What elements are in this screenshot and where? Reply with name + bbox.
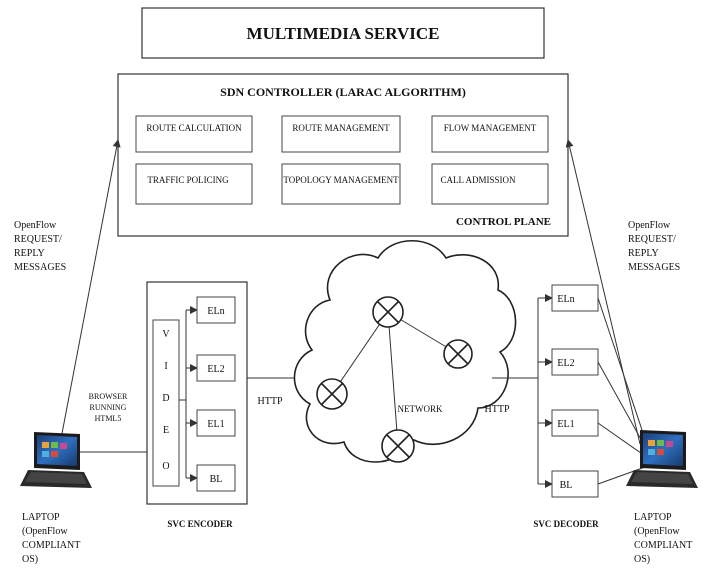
decoder-layer-label: ELn — [557, 294, 574, 305]
encoder-layer-label: EL2 — [207, 364, 224, 375]
laptop-left-icon — [20, 432, 92, 488]
laptop-line: OS) — [22, 554, 38, 565]
encoder-layer-label: BL — [210, 474, 223, 485]
decoder-to-laptop-line — [597, 361, 649, 453]
multimedia-service-title: MULTIMEDIA SERVICE — [247, 24, 440, 43]
encoder-layer-label: ELn — [207, 306, 224, 317]
browser-line: RUNNING — [90, 403, 127, 412]
video-letter: I — [164, 361, 167, 372]
http-right-label: HTTP — [485, 404, 510, 415]
browser-line: BROWSER — [89, 392, 128, 401]
network-label: NETWORK — [398, 404, 443, 414]
decoder-layer-label: EL1 — [557, 419, 574, 430]
control-plane-label: CONTROL PLANE — [456, 216, 551, 228]
module-flow-management — [431, 115, 549, 153]
openflow-line: REQUEST/ — [14, 234, 62, 245]
router-top-icon — [372, 296, 404, 328]
router-left-icon — [316, 378, 348, 410]
openflow-messages-right: OpenFlow REQUEST/ REPLY MESSAGES — [628, 220, 680, 273]
browser-line: HTML5 — [95, 414, 122, 423]
module-traffic-policing — [135, 163, 253, 205]
sdn-controller-title: SDN CONTROLLER (LARAC ALGORITHM) — [220, 85, 466, 99]
video-letter: V — [162, 329, 170, 340]
decoder-layer-label: BL — [560, 480, 573, 491]
decoder-to-laptop-line — [597, 422, 649, 459]
openflow-messages-left: OpenFlow REQUEST/ REPLY MESSAGES — [14, 220, 66, 273]
decoder-to-laptop-line — [597, 297, 649, 449]
laptop-line: COMPLIANT — [634, 540, 692, 551]
laptop-line: OS) — [634, 554, 650, 565]
module-label: TOPOLOGY MANAGEMENT — [283, 175, 399, 185]
module-route-calculation — [135, 115, 253, 153]
module-label: FLOW MANAGEMENT — [444, 123, 537, 133]
router-right-icon — [443, 339, 473, 369]
video-letter: D — [162, 393, 169, 404]
encoder-layer-label: EL1 — [207, 419, 224, 430]
network-link — [387, 311, 399, 447]
video-letter: E — [163, 425, 169, 436]
network-link — [331, 311, 389, 395]
module-label: ROUTE CALCULATION — [146, 123, 242, 133]
decoder-to-laptop-line — [597, 465, 649, 485]
module-label: TRAFFIC POLICING — [147, 175, 229, 185]
module-label: ROUTE MANAGEMENT — [292, 123, 390, 133]
openflow-line: OpenFlow — [14, 220, 57, 231]
sdn-controller-box — [117, 73, 569, 237]
openflow-line: REQUEST/ — [628, 234, 676, 245]
laptop-line: (OpenFlow — [634, 526, 680, 537]
svc-decoder-label: SVC DECODER — [533, 519, 599, 529]
laptop-line: LAPTOP — [22, 512, 60, 523]
encoder-layer-bl — [196, 464, 236, 492]
encoder-layer-el1 — [196, 409, 236, 437]
openflow-line: MESSAGES — [628, 262, 680, 273]
laptop-line: (OpenFlow — [22, 526, 68, 537]
laptop-line: COMPLIANT — [22, 540, 80, 551]
laptop-right-icon — [626, 430, 698, 488]
openflow-line: MESSAGES — [14, 262, 66, 273]
network-cloud — [293, 239, 517, 463]
openflow-arrow-left — [59, 139, 121, 445]
encoder-layer-el2 — [196, 354, 236, 382]
http-left-label: HTTP — [258, 396, 283, 407]
module-label: CALL ADMISSION — [441, 175, 516, 185]
laptop-right-label: LAPTOP (OpenFlow COMPLIANT OS) — [634, 512, 692, 565]
openflow-arrow-right — [565, 139, 641, 445]
video-letter: O — [162, 461, 169, 472]
laptop-left-label: LAPTOP (OpenFlow COMPLIANT OS) — [22, 512, 80, 565]
encoder-layer-eln — [196, 296, 236, 324]
decoder-layer-bl — [551, 470, 599, 498]
module-topology-management — [281, 163, 401, 205]
decoder-layer-label: EL2 — [557, 358, 574, 369]
multimedia-service-box — [141, 7, 545, 59]
openflow-line: REPLY — [628, 248, 659, 259]
video-letters: V I D E O — [162, 329, 170, 472]
module-route-management — [281, 115, 401, 153]
module-call-admission — [431, 163, 549, 205]
browser-label: BROWSER RUNNING HTML5 — [89, 392, 128, 423]
laptop-line: LAPTOP — [634, 512, 672, 523]
openflow-line: OpenFlow — [628, 220, 671, 231]
openflow-line: REPLY — [14, 248, 45, 259]
svc-encoder-label: SVC ENCODER — [167, 519, 233, 529]
video-source-box — [152, 319, 180, 487]
router-bottom-icon — [381, 429, 415, 463]
